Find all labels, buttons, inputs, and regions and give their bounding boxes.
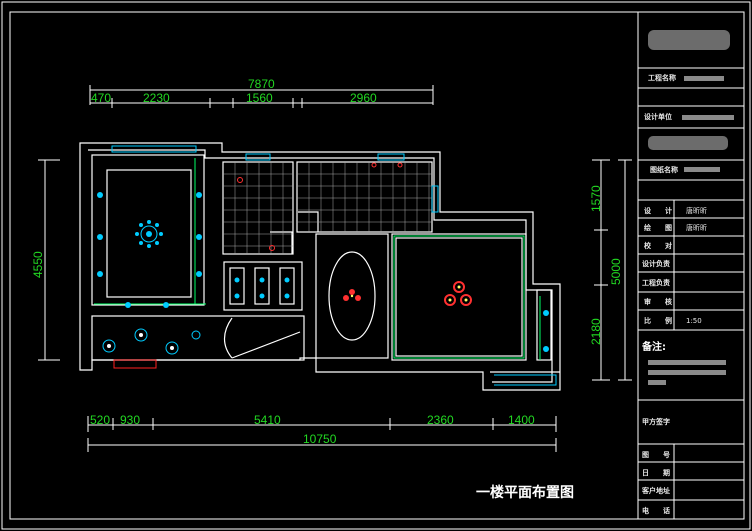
downlight-icon (234, 277, 240, 283)
downlight-icon (284, 293, 290, 299)
downlight-icon (543, 346, 549, 352)
redacted-project-name (684, 76, 724, 81)
tb-bottom-label: 图 号 (642, 450, 670, 459)
ceiling-lights (97, 192, 549, 352)
redacted-design-unit (682, 115, 734, 120)
tb-bottom-label: 日 期 (642, 468, 670, 477)
chandelier-icon (135, 220, 163, 248)
downlight-icon (259, 277, 265, 283)
tb-row-label: 设计负责 (642, 259, 670, 268)
design-unit-label: 设计单位 (644, 112, 672, 121)
dim-top-total: 7870 (248, 77, 275, 91)
tile-grid (223, 162, 432, 254)
downlight-icon (97, 192, 103, 198)
tb-row-value: 唐昕昕 (686, 223, 707, 232)
downlight-icon (259, 293, 265, 299)
pendant-light-icon (343, 289, 361, 301)
tb-bottom-label: 电 话 (642, 506, 670, 515)
spotlight-icon (165, 341, 179, 355)
tb-row-label: 绘 图 (644, 223, 672, 232)
downlight-icon (196, 192, 202, 198)
spotlight-icon (134, 328, 148, 342)
drawing-name-label: 图纸名称 (650, 165, 678, 174)
tb-row-label: 设 计 (644, 206, 672, 215)
dim-top-segment: 470 (91, 91, 111, 105)
downlight-icon (97, 234, 103, 240)
spotlight-centers (107, 333, 174, 350)
oval-ceiling (328, 251, 376, 341)
dim-bottom-total: 10750 (303, 432, 337, 446)
downlight-icon (196, 234, 202, 240)
dim-right-segment: 1570 (589, 185, 603, 212)
dim-right-segment: 2180 (589, 318, 603, 345)
spotlight-icon (191, 330, 201, 340)
dimension-lines (38, 85, 632, 452)
dim-bottom-segment: 520 (90, 413, 110, 427)
client-signature-label: 甲方签字 (642, 417, 670, 426)
ceiling-panel-right (395, 237, 523, 357)
small-fixture-icons (237, 162, 403, 251)
tb-row-label: 审 核 (644, 297, 672, 306)
dim-top-segment: 2230 (143, 91, 170, 105)
downlight-icon (97, 271, 103, 277)
dim-left-height: 4550 (31, 251, 45, 278)
tb-row-label: 校 对 (644, 241, 672, 250)
downlight-icon (234, 293, 240, 299)
dim-bottom-segment: 1400 (508, 413, 535, 427)
dim-bottom-segment: 2360 (427, 413, 454, 427)
tb-row-label: 比 例 (644, 316, 672, 325)
floor-plan-walls (79, 142, 561, 391)
dim-bottom-segment: 5410 (254, 413, 281, 427)
dim-top-segment: 2960 (350, 91, 377, 105)
downlight-icon (543, 310, 549, 316)
redacted-note-2 (648, 370, 726, 375)
accent-lines (94, 158, 541, 360)
dim-top-segment: 1560 (246, 91, 273, 105)
downlight-icon (125, 302, 131, 308)
spotlight-icon (102, 339, 116, 353)
downlight-icon (284, 277, 290, 283)
tb-row-value: 1:50 (686, 317, 702, 325)
blurred-logo (648, 30, 730, 50)
redacted-note-1 (648, 360, 726, 365)
pendant-light-icon (444, 281, 472, 306)
redacted-drawing-name (684, 167, 720, 172)
dim-bottom-segment: 930 (120, 413, 140, 427)
tb-row-value: 唐昕昕 (686, 206, 707, 215)
blurred-stamp (648, 136, 728, 150)
drawing-title: 一楼平面布置图 (476, 484, 574, 501)
tb-bottom-label: 客户地址 (641, 486, 670, 495)
redacted-note-3 (648, 380, 666, 385)
tb-row-label: 工程负责 (642, 278, 670, 287)
inner-border (9, 11, 745, 520)
ceiling-panel-left (106, 169, 192, 298)
downlight-icon (196, 271, 202, 277)
dim-right-total: 5000 (609, 258, 623, 285)
window-trims (111, 145, 557, 386)
notes-label: 备注: (641, 340, 666, 353)
downlight-icon (163, 302, 169, 308)
title-block (637, 12, 744, 519)
project-name-label: 工程名称 (648, 73, 676, 82)
spotlights (102, 328, 201, 355)
